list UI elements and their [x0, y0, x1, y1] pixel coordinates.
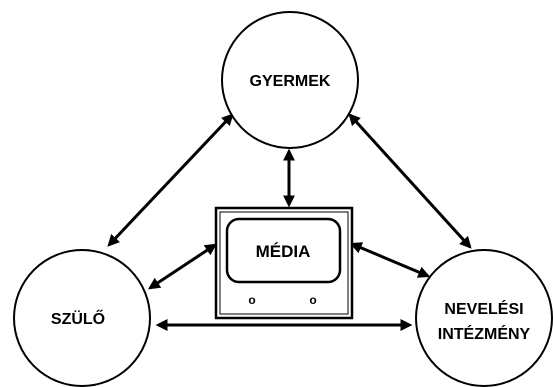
tv-inner-frame	[219, 211, 349, 315]
institution-label-line2: INTÉZMÉNY	[438, 324, 531, 343]
arrow-institution-media	[349, 242, 431, 278]
node-media: MÉDIA o o	[214, 206, 354, 320]
tv-screen	[225, 217, 342, 284]
node-parent: SZÜLŐ	[13, 249, 151, 387]
node-child: GYERMEK	[221, 11, 359, 149]
connections	[107, 113, 472, 331]
institution-label-line1: NEVELÉSI	[444, 299, 523, 318]
media-label: MÉDIA	[256, 242, 311, 261]
arrow-child-parent	[107, 113, 234, 247]
tv-knob-left: o	[248, 293, 255, 307]
institution-circle	[415, 249, 553, 387]
child-circle	[221, 11, 359, 149]
node-institution: NEVELÉSI INTÉZMÉNY	[415, 249, 553, 387]
arrow-parent-media	[147, 243, 218, 290]
child-label: GYERMEK	[250, 73, 331, 90]
parent-label: SZÜLŐ	[51, 309, 105, 328]
arrow-child-institution	[348, 113, 472, 249]
tv-knob-right: o	[309, 293, 316, 307]
parent-circle	[13, 249, 151, 387]
